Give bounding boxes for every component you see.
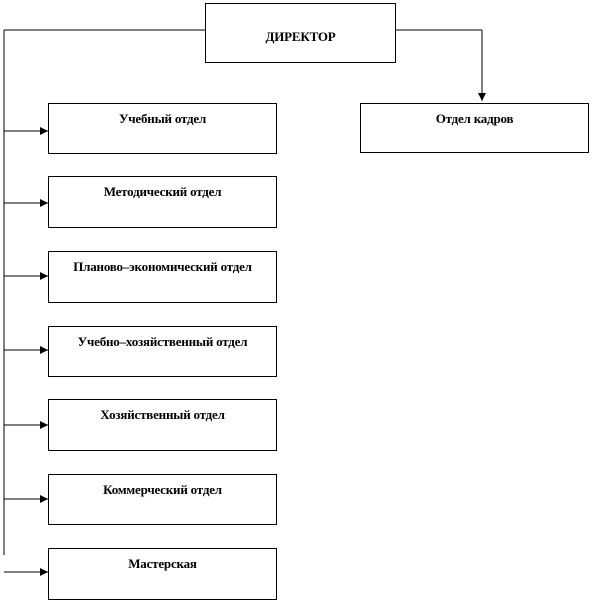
dept-box-planning-economic: Планово–экономический отдел <box>48 251 277 303</box>
director-label: ДИРЕКТОР <box>265 29 336 44</box>
dept-label: Хозяйственный отдел <box>100 407 225 422</box>
hr-label: Отдел кадров <box>435 111 514 126</box>
dept-box-commercial: Коммерческий отдел <box>48 474 277 525</box>
dept-box-educational: Учебный отдел <box>48 103 277 154</box>
dept-box-methodical: Методический отдел <box>48 176 277 228</box>
dept-label: Учебно–хозяйственный отдел <box>77 334 248 349</box>
dept-box-workshop: Мастерская <box>48 548 277 600</box>
hr-box: Отдел кадров <box>360 103 589 153</box>
dept-box-maintenance: Хозяйственный отдел <box>48 399 277 451</box>
dept-label: Планово–экономический отдел <box>73 259 252 274</box>
dept-label: Учебный отдел <box>118 111 207 126</box>
director-box: ДИРЕКТОР <box>205 3 396 63</box>
dept-label: Мастерская <box>128 556 197 571</box>
dept-box-educational-economic: Учебно–хозяйственный отдел <box>48 326 277 377</box>
dept-label: Методический отдел <box>103 184 222 199</box>
dept-label: Коммерческий отдел <box>103 482 222 497</box>
